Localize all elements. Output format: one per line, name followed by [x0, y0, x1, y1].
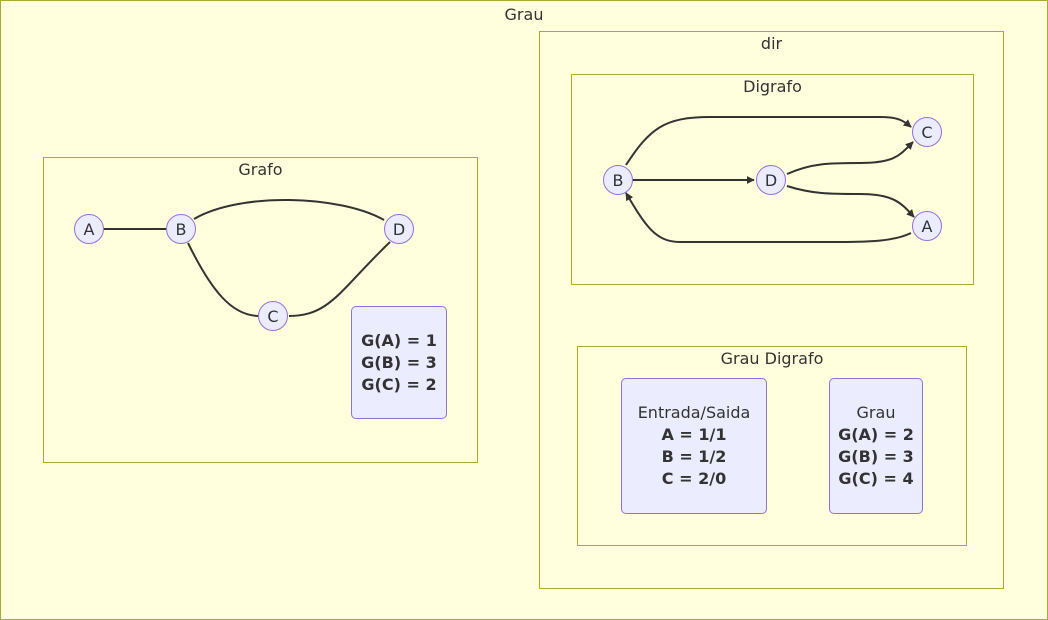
note-grafo-degrees: G(A) = 1 G(B) = 3 G(C) = 2	[351, 306, 447, 419]
note-line: G(B) = 3	[838, 447, 914, 466]
cluster-title-grau-digrafo: Grau Digrafo	[720, 349, 824, 368]
cluster-title-grau: Grau	[504, 5, 544, 24]
edge-grafo-b-c	[187, 242, 259, 317]
cluster-title-digrafo: Digrafo	[743, 77, 802, 96]
edge-digrafo-d-a	[786, 185, 915, 218]
note-line: B = 1/2	[661, 447, 727, 466]
note-line: Grau	[856, 403, 896, 422]
note-grau-digrafo-degrees: Grau G(A) = 2 G(B) = 3 G(C) = 4	[829, 378, 923, 514]
edge-digrafo-a-b	[625, 192, 912, 243]
cluster-title-dir: dir	[760, 34, 783, 53]
note-entrada-saida: Entrada/Saida A = 1/1 B = 1/2 C = 2/0	[621, 378, 767, 514]
node-digrafo-a[interactable]: A	[912, 211, 942, 241]
node-grafo-b[interactable]: B	[166, 214, 196, 244]
edge-grafo-b-d	[193, 198, 385, 221]
note-line: C = 2/0	[661, 469, 727, 488]
node-digrafo-b[interactable]: B	[603, 165, 633, 195]
node-digrafo-d[interactable]: D	[756, 165, 786, 195]
note-line: G(B) = 3	[361, 352, 437, 372]
cluster-title-grafo: Grafo	[238, 160, 283, 179]
node-digrafo-c[interactable]: C	[912, 117, 942, 147]
note-line: Entrada/Saida	[637, 403, 751, 422]
node-grafo-d[interactable]: D	[384, 214, 414, 244]
note-line: A = 1/1	[661, 425, 727, 444]
edge-digrafo-b-c	[625, 116, 912, 166]
node-grafo-c[interactable]: C	[258, 301, 288, 331]
note-line: G(C) = 2	[361, 374, 437, 394]
note-line: G(A) = 1	[361, 330, 437, 350]
edge-grafo-c-d	[288, 241, 391, 317]
note-line: G(A) = 2	[838, 425, 914, 444]
note-line: G(C) = 4	[838, 469, 914, 488]
node-grafo-a[interactable]: A	[74, 214, 104, 244]
edge-digrafo-d-c	[786, 141, 914, 175]
